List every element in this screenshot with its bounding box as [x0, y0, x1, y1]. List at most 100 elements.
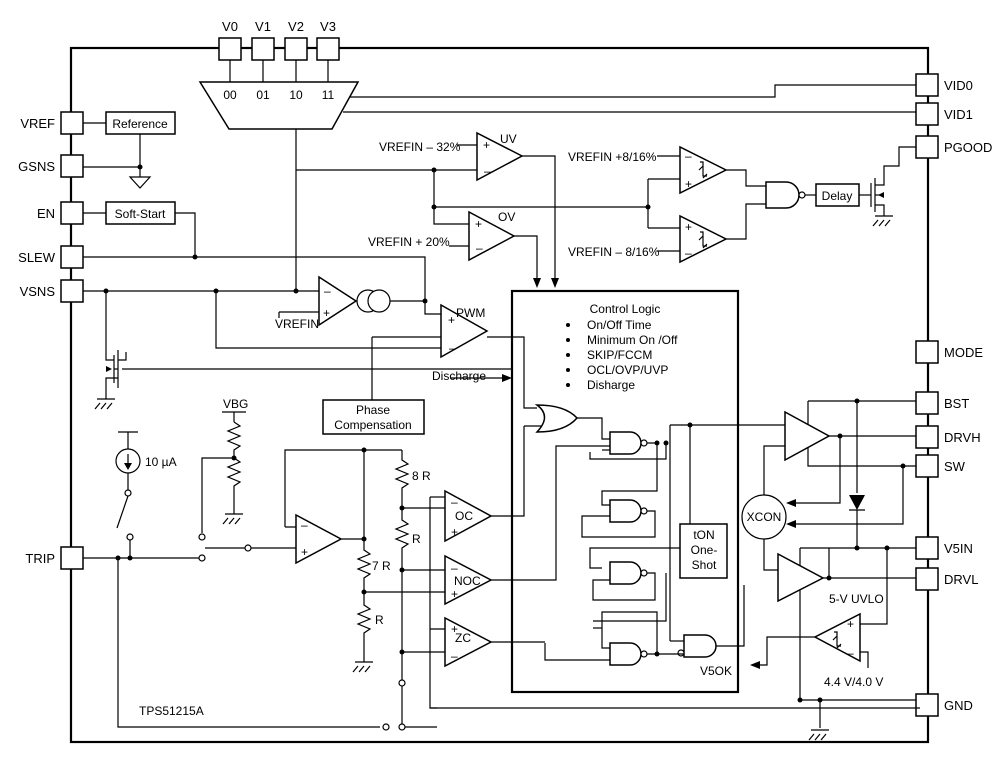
r-top-label: R [412, 532, 421, 546]
control-logic-block: Control Logic On/Off Time Minimum On /Of… [510, 289, 785, 694]
control-logic-item-2: Minimum On /Off [587, 333, 678, 347]
discharge-fet: Discharge [94, 291, 512, 410]
pg-high-minus: – [685, 149, 692, 163]
pin-mode-label: MODE [944, 345, 983, 360]
ov-threshold: VREFIN + 20% [368, 235, 450, 249]
vrefin-label: VREFIN [275, 317, 319, 331]
pin-v0-label: V0 [222, 19, 238, 34]
uvlo-label: 5-V UVLO [829, 592, 884, 606]
oc-comparator: – + OC [444, 426, 525, 543]
pg-low-plus: + [685, 220, 692, 234]
reference-label: Reference [112, 117, 168, 131]
pin-sw-label: SW [944, 459, 966, 474]
drivers: XCON + – 5-V UVLO 4.4 V/4.0 V [430, 398, 916, 741]
pin-drvh-box [915, 425, 939, 449]
control-logic-item-4: OCL/OVP/UVP [587, 363, 668, 377]
pin-vid1-label: VID1 [944, 107, 973, 122]
discharge-label: Discharge [432, 369, 486, 383]
pin-v2-label: V2 [288, 19, 304, 34]
pin-vsns-box [60, 279, 84, 303]
uv-plus: + [483, 138, 490, 152]
ton-line3: Shot [692, 558, 717, 572]
pwm-plus: + [448, 313, 455, 327]
oc-label: OC [455, 509, 473, 523]
ton-line2: One- [691, 543, 718, 557]
noc-comparator: – + NOC [444, 445, 610, 606]
pin-vref-box [60, 111, 84, 135]
phase-comp-line1: Phase [356, 403, 390, 417]
pin-gnd-label: GND [944, 698, 973, 713]
buf-plus: + [301, 545, 308, 559]
phase-compensation-block: Phase Compensation [322, 399, 425, 435]
pin-v1-box [251, 37, 275, 61]
pin-drvl-box [915, 567, 939, 591]
zc-label: ZC [455, 631, 471, 645]
pwm-comparator: + – PWM [371, 303, 537, 409]
gm-plus: + [323, 306, 330, 320]
pin-v0-box [218, 37, 242, 61]
uvlo-plus: + [847, 617, 854, 631]
pin-bst-label: BST [944, 396, 969, 411]
pin-trip-label: TRIP [25, 551, 55, 566]
pin-v1-label: V1 [255, 19, 271, 34]
zc-plus: + [451, 622, 458, 636]
pin-drvl-label: DRVL [944, 572, 978, 587]
gm-minus: – [324, 284, 331, 298]
uv-comparator: + – UV VREFIN – 32% [379, 131, 559, 288]
mux-code-10: 10 [289, 88, 303, 102]
ov-minus: – [476, 241, 483, 255]
buf-minus: – [301, 518, 308, 532]
pin-en-label: EN [37, 206, 55, 221]
pin-bst-box [915, 391, 939, 415]
noc-plus: + [451, 587, 458, 601]
control-logic-item-3: SKIP/FCCM [587, 348, 652, 362]
uv-label: UV [500, 132, 517, 146]
soft-start-block: Soft-Start [83, 201, 196, 257]
pgood-window: – + VREFIN +8/16% + – VREFIN – 8/16% Del… [568, 145, 916, 264]
pin-pgood-label: PGOOD [944, 140, 992, 155]
pin-v5in-label: V5IN [944, 541, 973, 556]
uv-minus: – [484, 164, 491, 178]
trip-section: 10 µA VBG – + 8 R R [83, 397, 920, 731]
pin-slew-box [60, 245, 84, 269]
top-pins: V0 V1 V2 V3 [218, 19, 340, 82]
pin-pgood-box [915, 135, 939, 159]
v5ok-label: V5OK [700, 664, 732, 678]
uv-threshold: VREFIN – 32% [379, 140, 461, 154]
uvlo-minus: – [847, 646, 854, 660]
pin-trip-box [60, 546, 84, 570]
part-number: TPS51215A [139, 704, 204, 718]
r7-label: 7 R [372, 559, 391, 573]
uvlo-thresh: 4.4 V/4.0 V [824, 675, 883, 689]
pin-vid0-label: VID0 [944, 78, 973, 93]
vbg-label: VBG [223, 397, 248, 411]
mux-code-11: 11 [322, 88, 335, 102]
phase-comp-line2: Compensation [334, 418, 411, 432]
current-source-label: 10 µA [145, 455, 177, 469]
pin-v3-label: V3 [320, 19, 336, 34]
pin-v2-box [284, 37, 308, 61]
delay-label: Delay [822, 189, 853, 203]
soft-start-label: Soft-Start [115, 207, 166, 221]
pg-low-minus: – [685, 246, 692, 260]
right-pins: VID0 VID1 PGOOD MODE BST DRVH SW V5IN DR… [915, 73, 992, 717]
ov-plus: + [475, 217, 482, 231]
pin-mode-box [915, 340, 939, 364]
pg-high-threshold: VREFIN +8/16% [568, 150, 657, 164]
pin-gsns-label: GSNS [18, 159, 55, 174]
pin-v5in-box [915, 536, 939, 560]
pin-vref-label: VREF [20, 116, 55, 131]
reference-block: Reference [83, 111, 176, 189]
pwm-label: PWM [456, 306, 485, 320]
ov-label: OV [498, 210, 515, 224]
control-logic-title: Control Logic [590, 302, 661, 316]
pin-vid0-box [915, 73, 939, 97]
pin-vid1-box [915, 102, 939, 126]
ov-comparator: + – OV VREFIN + 20% [368, 210, 541, 288]
left-pins: VREF GSNS EN SLEW VSNS TRIP [18, 111, 84, 570]
pg-low-threshold: VREFIN – 8/16% [568, 245, 660, 259]
pin-gnd-box [915, 693, 939, 717]
pwm-minus: – [449, 341, 456, 355]
r-bot-label: R [375, 613, 384, 627]
